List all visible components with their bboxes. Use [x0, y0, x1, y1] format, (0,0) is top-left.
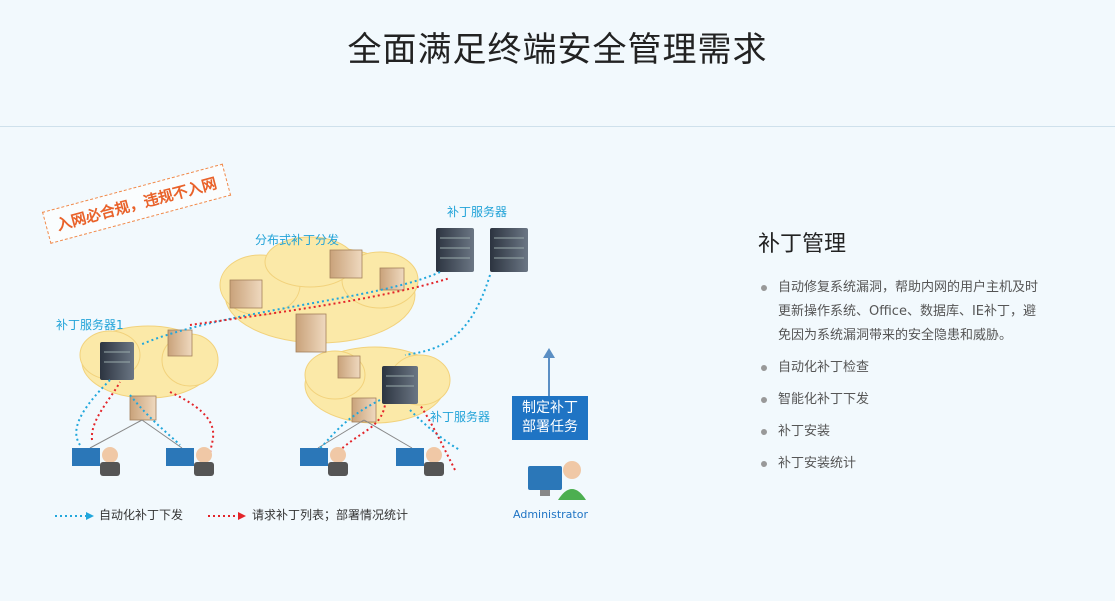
- patch-distribution-diagram: [55, 228, 586, 520]
- top-server-label: 补丁服务器: [447, 205, 508, 219]
- client-computers: [72, 447, 444, 476]
- server-left: [100, 342, 134, 380]
- feature-text: 补丁安装统计: [778, 456, 857, 471]
- feature-text: 智能化补丁下发: [778, 392, 870, 407]
- bullet-icon: [761, 285, 767, 291]
- patch-boxes: [129, 249, 405, 423]
- feature-item: 自动修复系统漏洞，帮助内网的用户主机及时更新操作系统、Office、数据库、IE…: [758, 276, 1048, 348]
- right-server-label: 补丁服务器: [430, 410, 491, 424]
- page-title: 全面满足终端安全管理需求: [347, 30, 768, 70]
- bullet-icon: [761, 429, 767, 435]
- task-line-2: 部署任务: [522, 419, 578, 435]
- legend-blue-arrow: [55, 512, 94, 520]
- cloud-right: [304, 346, 451, 424]
- patch-management-panel: 补丁管理 自动修复系统漏洞，帮助内网的用户主机及时更新操作系统、Office、数…: [758, 226, 1048, 484]
- legend-red-arrow: [208, 512, 246, 520]
- left-server-label: 补丁服务器1: [56, 318, 124, 332]
- feature-item: 补丁安装统计: [758, 452, 1048, 476]
- panel-title: 补丁管理: [758, 232, 847, 257]
- feature-text: 自动化补丁检查: [778, 360, 870, 375]
- feature-item: 智能化补丁下发: [758, 388, 1048, 412]
- administrator-icon: [528, 461, 586, 500]
- section-divider: [0, 126, 1115, 127]
- distribution-label: 分布式补丁分发: [255, 233, 340, 247]
- bullet-icon: [761, 461, 767, 467]
- feature-item: 补丁安装: [758, 420, 1048, 444]
- feature-item: 自动化补丁检查: [758, 356, 1048, 380]
- bullet-icon: [761, 365, 767, 371]
- feature-text: 补丁安装: [778, 424, 831, 439]
- server-top-1: [436, 228, 474, 272]
- bullet-icon: [761, 397, 767, 403]
- feature-list: 自动修复系统漏洞，帮助内网的用户主机及时更新操作系统、Office、数据库、IE…: [758, 276, 1048, 476]
- deploy-task-box: 制定补丁 部署任务: [512, 396, 588, 440]
- administrator-label: Administrator: [513, 508, 588, 521]
- legend-blue-label: 自动化补丁下发: [99, 508, 184, 522]
- feature-text: 自动修复系统漏洞，帮助内网的用户主机及时更新操作系统、Office、数据库、IE…: [778, 280, 1039, 343]
- task-line-1: 制定补丁: [522, 400, 578, 416]
- server-right: [382, 366, 418, 404]
- legend-red-label: 请求补丁列表；部署情况统计: [252, 508, 409, 522]
- server-top-2: [490, 228, 528, 272]
